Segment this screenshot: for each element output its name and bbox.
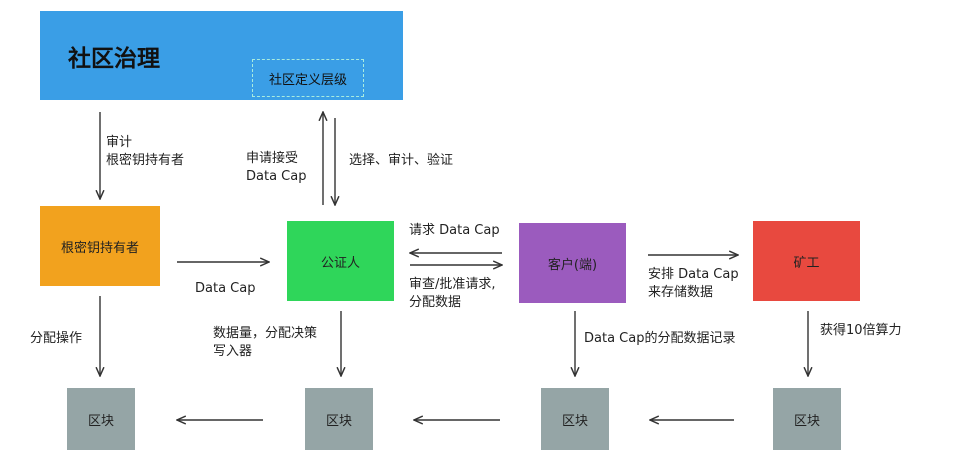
label-distribute: 分配操作 <box>30 331 83 346</box>
block-3: 区块 <box>541 388 609 450</box>
block-1-label: 区块 <box>87 413 114 429</box>
label-apply: 申请接受 Data Cap <box>246 150 306 186</box>
label-write-line2: 写入器 <box>213 344 253 359</box>
label-power: 获得10倍算力 <box>820 323 902 338</box>
label-apply-line2: Data Cap <box>246 169 307 184</box>
notary-label: 公证人 <box>320 255 360 271</box>
root-key-holder-label: 根密钥持有者 <box>60 240 139 256</box>
label-apply-line1: 申请接受 <box>246 151 299 166</box>
label-request: 请求 Data Cap <box>409 223 500 238</box>
label-record: Data Cap的分配数据记录 <box>584 331 736 346</box>
block-1: 区块 <box>67 388 135 450</box>
community-governance-box: 社区治理 <box>40 11 403 100</box>
label-arrange: 安排 Data Cap 来存储数据 <box>648 266 739 302</box>
block-4-label: 区块 <box>793 413 820 429</box>
community-level-label: 社区定义层级 <box>268 72 347 88</box>
community-governance-title: 社区治理 <box>68 46 160 72</box>
label-review: 审查/批准请求, 分配数据 <box>409 276 496 312</box>
block-4: 区块 <box>773 388 841 450</box>
label-audit-line1: 审计 <box>106 135 133 150</box>
miner-box: 矿工 <box>753 221 860 301</box>
label-review-line1: 审查/批准请求, <box>409 277 496 292</box>
block-3-label: 区块 <box>561 413 588 429</box>
client-label: 客户(端) <box>547 257 598 273</box>
client-box: 客户(端) <box>519 223 626 303</box>
label-select: 选择、审计、验证 <box>349 153 454 168</box>
label-datacap: Data Cap <box>195 281 256 296</box>
block-2-label: 区块 <box>325 413 352 429</box>
label-write: 数据量，分配决策 写入器 <box>213 325 317 361</box>
label-write-line1: 数据量，分配决策 <box>213 326 318 341</box>
label-audit-line2: 根密钥持有者 <box>106 153 185 168</box>
label-arrange-line2: 来存储数据 <box>648 285 714 300</box>
miner-label: 矿工 <box>793 255 820 271</box>
label-audit: 审计 根密钥持有者 <box>106 134 184 170</box>
block-2: 区块 <box>305 388 373 450</box>
notary-box: 公证人 <box>287 221 394 301</box>
label-arrange-line1: 安排 Data Cap <box>648 267 739 282</box>
label-review-line2: 分配数据 <box>409 295 462 310</box>
community-level-box: 社区定义层级 <box>252 59 364 97</box>
root-key-holder-box: 根密钥持有者 <box>40 206 160 286</box>
